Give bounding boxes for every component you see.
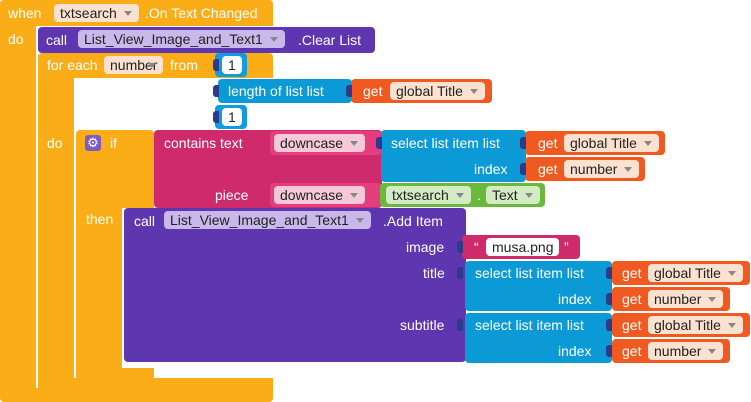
component-dropdown-listview-2[interactable]: List_View_Image_and_Text1 <box>164 211 371 229</box>
select-list-item-block-2[interactable] <box>465 261 612 311</box>
by-number-value[interactable]: 1 <box>222 108 242 126</box>
socket-connector <box>457 241 463 253</box>
piece-label: piece <box>215 187 249 203</box>
loop-variable-number[interactable]: number <box>104 56 164 74</box>
downcase-dropdown-1[interactable]: downcase <box>274 134 366 152</box>
add-item-method-label: .Add Item <box>383 213 443 229</box>
subtitle-label: subtitle <box>400 317 445 333</box>
socket-connector <box>346 85 352 97</box>
length-of-list-label: length of list list <box>228 83 324 99</box>
component-dropdown-listview[interactable]: List_View_Image_and_Text1 <box>78 30 285 48</box>
gear-icon[interactable]: ⚙ <box>85 135 101 151</box>
global-title-dropdown[interactable]: global Title <box>648 264 743 282</box>
when-label: when <box>8 5 42 21</box>
get-label: get <box>622 291 642 307</box>
select-list-item-label: select list item list <box>391 135 500 151</box>
number-dropdown[interactable]: number <box>564 160 640 178</box>
dot-label: . <box>477 187 481 203</box>
global-title-dropdown[interactable]: global Title <box>564 134 659 152</box>
get-label: get <box>622 343 642 359</box>
socket-connector <box>606 267 612 279</box>
index-label: index <box>558 291 592 307</box>
index-label: index <box>474 161 508 177</box>
then-label: then <box>86 211 114 227</box>
get-label: get <box>538 161 558 177</box>
socket-connector <box>606 293 612 305</box>
component-dropdown-txtsearch[interactable]: txtsearch <box>54 4 139 22</box>
contains-label: contains text <box>164 135 243 151</box>
quote-close: ” <box>564 239 569 255</box>
call-label: call <box>134 213 156 229</box>
by-label: by <box>184 109 199 125</box>
select-list-item-label: select list item list <box>475 317 584 333</box>
socket-connector <box>520 163 526 175</box>
global-title-dropdown[interactable]: global Title <box>648 316 743 334</box>
select-list-item-block-3[interactable] <box>465 313 612 363</box>
quote-open: “ <box>474 239 479 255</box>
get-label: get <box>622 265 642 281</box>
socket-connector <box>606 319 612 331</box>
from-number-value[interactable]: 1 <box>222 56 242 74</box>
event-name-label: .On Text Changed <box>145 5 258 21</box>
image-value-field[interactable]: musa.png <box>486 238 560 256</box>
for-each-do-label: do <box>47 135 63 151</box>
select-list-item-label: select list item list <box>475 265 584 281</box>
get-label: get <box>622 317 642 333</box>
to-label: to <box>187 83 199 99</box>
socket-connector <box>457 267 463 279</box>
if-label: if <box>110 135 117 151</box>
call-label: call <box>46 32 68 48</box>
socket-connector <box>213 85 219 97</box>
text-property-dropdown[interactable]: Text <box>486 186 540 204</box>
downcase-dropdown-2[interactable]: downcase <box>274 186 366 204</box>
socket-connector <box>606 345 612 357</box>
get-label: get <box>363 83 383 99</box>
index-label: index <box>558 343 592 359</box>
number-dropdown[interactable]: number <box>648 342 724 360</box>
add-item-call-block[interactable] <box>124 208 466 362</box>
get-label: get <box>538 135 558 151</box>
title-label: title <box>423 265 445 281</box>
socket-connector <box>520 137 526 149</box>
method-label: .Clear List <box>298 32 362 48</box>
select-list-item-block-1[interactable] <box>381 130 526 182</box>
socket-connector <box>213 111 219 123</box>
length-of-list-block[interactable] <box>218 79 352 103</box>
socket-connector <box>457 319 463 331</box>
global-title-dropdown[interactable]: global Title <box>390 82 485 100</box>
socket-connector <box>213 59 219 71</box>
txtsearch-dropdown[interactable]: txtsearch <box>386 186 471 204</box>
from-label: from <box>170 57 198 73</box>
socket-connector <box>376 137 382 149</box>
for-each-label: for each <box>47 57 98 73</box>
image-label: image <box>406 239 445 255</box>
event-do-label: do <box>8 31 24 47</box>
number-dropdown[interactable]: number <box>648 290 724 308</box>
